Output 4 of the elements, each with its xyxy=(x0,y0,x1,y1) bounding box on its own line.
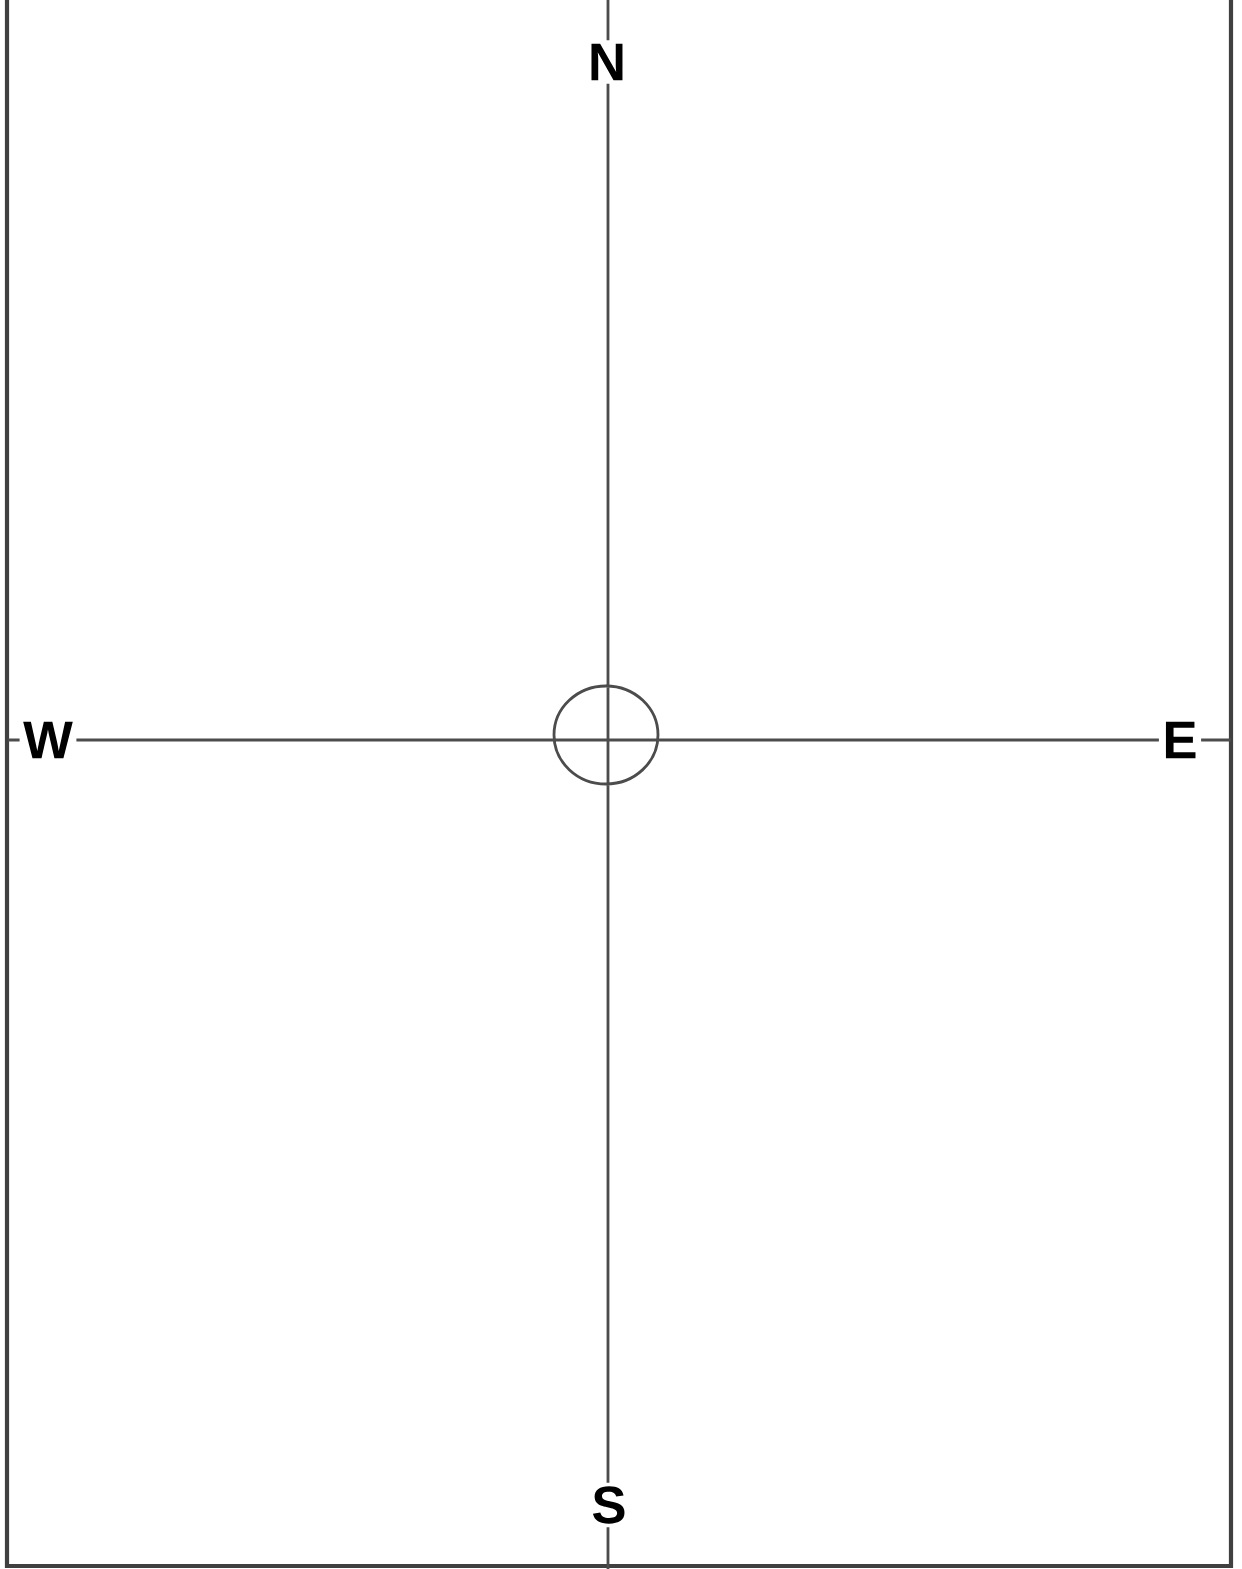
direction-label: W xyxy=(19,718,77,762)
direction-label: S xyxy=(587,1482,631,1528)
direction-label: E xyxy=(1158,718,1202,762)
direction-label: N xyxy=(584,40,630,84)
